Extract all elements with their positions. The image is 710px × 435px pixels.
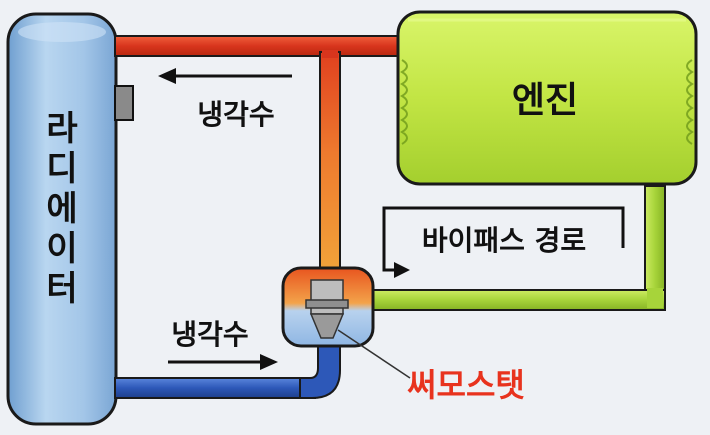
coolant-label-bottom: 냉각수 [171,318,248,351]
arrow-bottom-right [168,354,278,370]
coolant-label-top: 냉각수 [197,98,274,131]
radiator-label-char: 에 [46,189,77,229]
bypass-path-label: 바이패스 경로 [422,224,586,257]
pipe-joint [322,50,338,58]
radiator-cap [114,85,134,121]
bypass-arrow [382,206,625,278]
thermostat [281,266,375,348]
radiator-label-char: 이 [46,229,77,269]
cold-coolant-pipe [114,377,316,399]
engine-label: 엔진 [512,80,578,121]
thermostat-leader-line [337,329,411,379]
return-pipe [319,51,341,278]
thermostat-label: 써모스탯 [407,366,525,404]
arrow-top-left [158,68,292,84]
hot-coolant-pipe [114,35,406,57]
radiator [6,12,118,426]
radiator-label-char: 터 [46,269,77,309]
radiator-label-char: 라 [46,109,77,149]
engine [396,10,698,186]
bypass-pipe-corner [647,288,663,308]
radiator-label-char: 디 [46,149,77,189]
bypass-pipe-horizontal [364,289,666,311]
